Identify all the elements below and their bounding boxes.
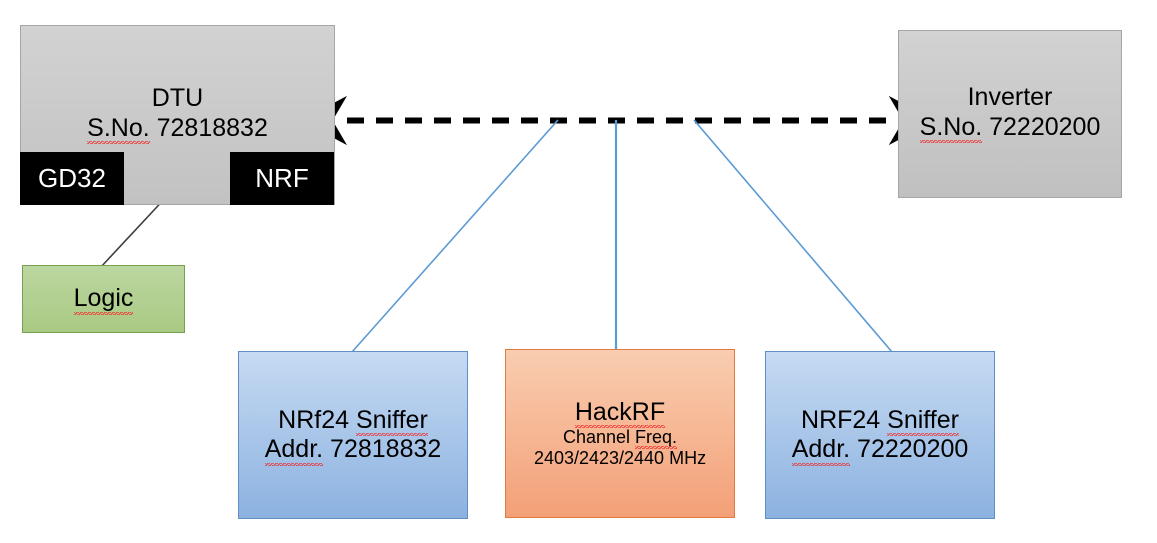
logic-analyzer-node[interactable]: Logic <box>22 265 185 333</box>
sniffer-right-node[interactable]: NRF24 Sniffer Addr. 72220200 <box>765 351 995 519</box>
sniffer-left-node[interactable]: NRf24 Sniffer Addr. 72818832 <box>238 351 468 519</box>
gd32-chip-label: GD32 <box>38 163 106 193</box>
sniffer-right-title: NRF24 Sniffer <box>801 406 959 436</box>
hackrf-frequencies: 2403/2423/2440 MHz <box>533 448 707 469</box>
nrf-chip-label: NRF <box>255 163 309 193</box>
inverter-serial-value: 72220200 <box>989 112 1101 141</box>
sniffer-right-title-word2: Sniffer <box>887 405 959 436</box>
sniffer-right-title-word1: NRF24 <box>801 405 881 434</box>
hackrf-channel-word1: Channel <box>562 427 631 448</box>
hackrf-title: HackRF <box>574 397 666 428</box>
nrf-chip[interactable]: NRF <box>230 152 334 205</box>
inverter-title: Inverter <box>967 83 1053 111</box>
sniffer-right-address: Addr. 72220200 <box>791 435 969 465</box>
inverter-serial: S.No. 72220200 <box>919 112 1101 143</box>
sniffer-left-title: NRf24 Sniffer <box>278 406 428 436</box>
inverter-serial-prefix: S.No. <box>919 112 983 143</box>
hackrf-node[interactable]: HackRF Channel Freq. 2403/2423/2440 MHz <box>505 349 735 518</box>
logic-label: Logic <box>73 284 134 315</box>
dtu-serial-value: 72818832 <box>156 113 268 142</box>
logic-label-text: Logic <box>73 284 134 315</box>
sniffer-right-address-value: 72220200 <box>857 435 969 463</box>
sniffer-left-tap-line <box>351 119 559 353</box>
sniffer-left-address: Addr. 72818832 <box>264 435 442 465</box>
dtu-serial: S.No. 72818832 <box>87 114 268 144</box>
dtu-title: DTU <box>151 84 204 112</box>
sniffer-left-address-value: 72818832 <box>330 435 442 463</box>
sniffer-right-tap-line <box>693 119 893 353</box>
hackrf-channel-word2: Freq. <box>635 427 678 450</box>
inverter-node[interactable]: Inverter S.No. 72220200 <box>898 30 1122 198</box>
hackrf-channel-label: Channel Freq. <box>562 427 678 450</box>
sniffer-left-title-word1: NRf24 <box>278 405 350 434</box>
sniffer-left-address-prefix: Addr. <box>264 435 324 465</box>
sniffer-left-title-word2: Sniffer <box>356 405 428 436</box>
hackrf-title-text: HackRF <box>574 397 666 428</box>
sniffer-right-address-prefix: Addr. <box>791 435 851 465</box>
gd32-chip[interactable]: GD32 <box>20 152 124 205</box>
dtu-serial-prefix: S.No. <box>87 113 150 144</box>
